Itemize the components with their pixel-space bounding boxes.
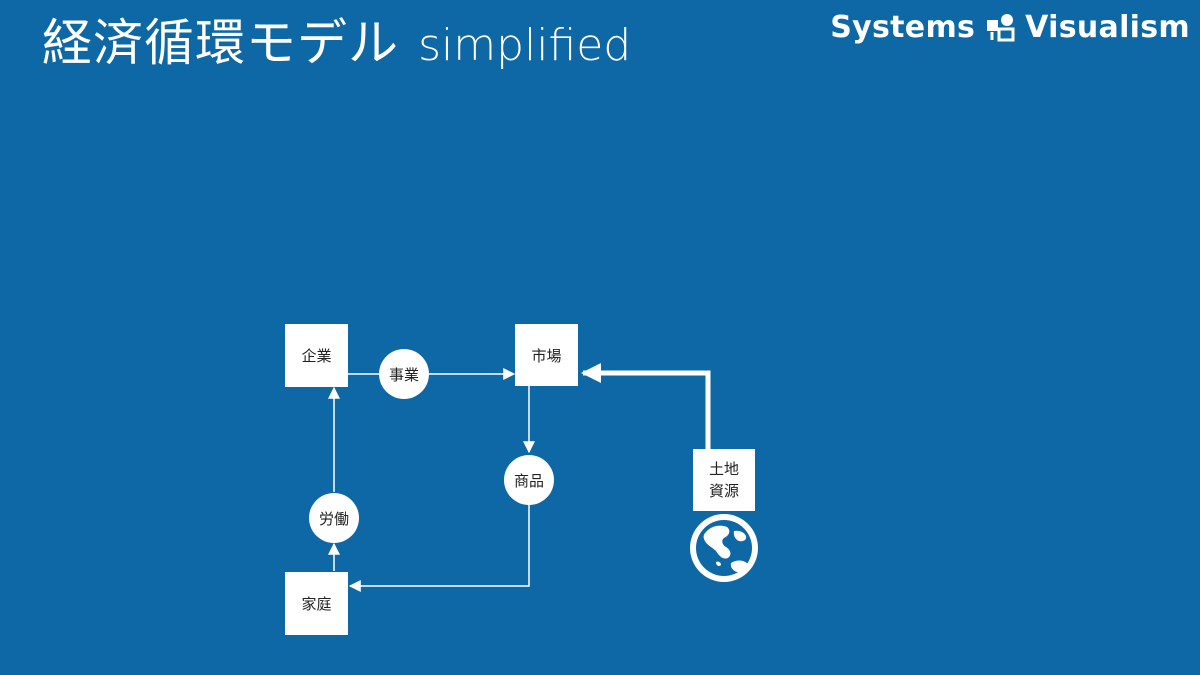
flow-business-label: 事業 bbox=[389, 366, 419, 384]
node-market-label: 市場 bbox=[531, 347, 561, 365]
flow-goods: 商品 bbox=[504, 455, 554, 505]
node-company: 企業 bbox=[285, 324, 348, 387]
page-title: 経済循環モデル simplified bbox=[42, 8, 631, 78]
node-household-label: 家庭 bbox=[301, 595, 331, 613]
flow-labor-label: 労働 bbox=[319, 510, 349, 528]
flow-labor: 労働 bbox=[309, 493, 359, 543]
title-japanese: 経済循環モデル bbox=[42, 14, 399, 72]
node-resources-label: 資源 bbox=[709, 482, 739, 500]
goods-to-household-arrow bbox=[348, 505, 530, 592]
flow-business: 事業 bbox=[379, 349, 429, 399]
resources-to-market-arrow bbox=[581, 363, 711, 449]
node-land-resources: 土地 資源 bbox=[693, 449, 755, 511]
title-english: simplified bbox=[418, 20, 632, 71]
brand-logo: Systems Visualism bbox=[830, 6, 1190, 48]
brand-text-systems: Systems bbox=[830, 9, 976, 45]
node-land-label: 土地 bbox=[709, 460, 739, 478]
brand-text-visualism: Visualism bbox=[1025, 9, 1190, 45]
node-household: 家庭 bbox=[285, 572, 348, 635]
flow-goods-label: 商品 bbox=[514, 472, 544, 490]
globe-icon bbox=[690, 514, 758, 582]
node-market: 市場 bbox=[515, 324, 578, 386]
systems-visualism-logo-icon bbox=[987, 14, 1015, 42]
node-company-label: 企業 bbox=[301, 347, 331, 365]
